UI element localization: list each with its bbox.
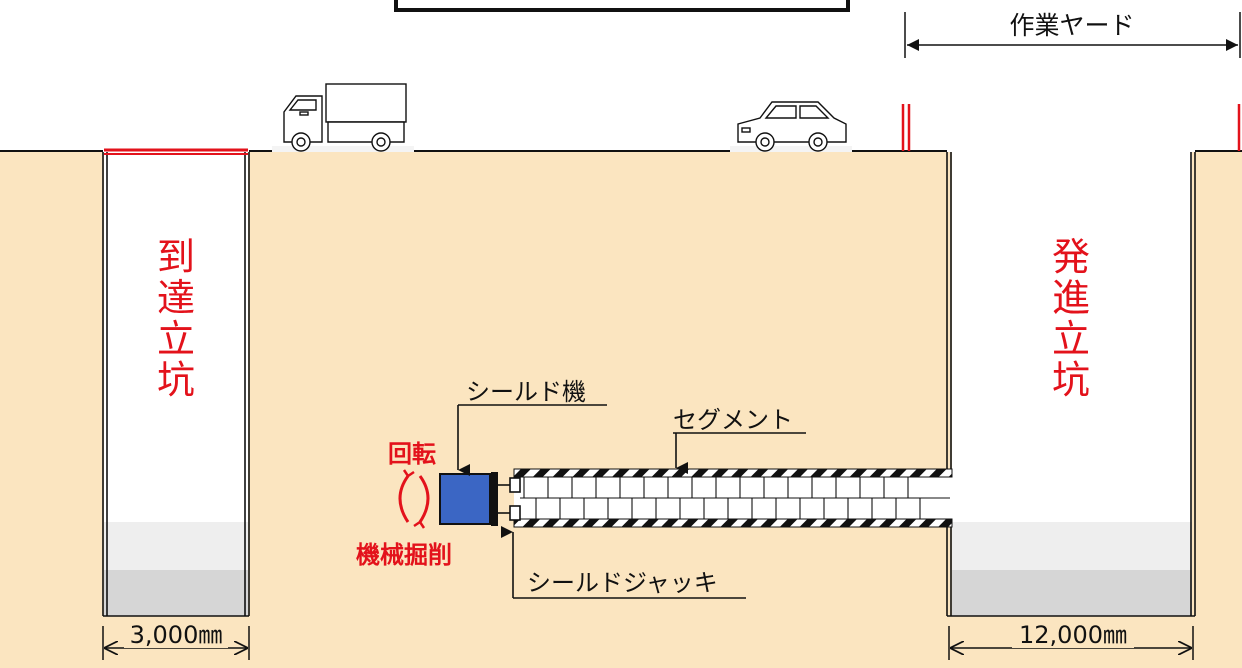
arrival-shaft (102, 148, 250, 617)
svg-text:坑: 坑 (1052, 358, 1090, 402)
segment-grid (520, 477, 950, 519)
tunnel (513, 468, 953, 528)
svg-text:進: 進 (1052, 276, 1090, 320)
launch-shaft (946, 152, 1196, 617)
arrival-shaft-label: 到 達 立 坑 (157, 235, 195, 402)
launch-shaft-dimension: 12,000㎜ (948, 621, 1194, 660)
top-frame (394, 0, 850, 12)
svg-text:到: 到 (157, 235, 195, 279)
svg-text:発: 発 (1052, 235, 1090, 279)
svg-text:立: 立 (157, 317, 195, 361)
rotation-arrow-icon (398, 469, 430, 529)
launch-width-label: 12,000㎜ (1019, 621, 1127, 649)
svg-text:立: 立 (1052, 317, 1090, 361)
shield-machine (439, 472, 521, 526)
shield-jack-callout: シールドジャッキ (501, 526, 746, 599)
arrival-shaft-dimension: 3,000㎜ (102, 621, 250, 660)
car-icon (730, 101, 852, 152)
segment-label: セグメント (673, 406, 793, 434)
shield-jack (498, 477, 521, 521)
work-yard-label: 作業ヤード (1009, 11, 1134, 40)
launch-shaft-label: 発 進 立 坑 (1052, 235, 1090, 402)
truck-icon (272, 83, 414, 152)
mechanical-excavation-label: 機械掘削 (356, 541, 452, 569)
work-yard-marker-left (901, 104, 911, 151)
arrival-width-label: 3,000㎜ (130, 621, 223, 649)
shield-machine-label: シールド機 (466, 378, 586, 406)
work-yard-dimension: 作業ヤード (904, 11, 1241, 58)
segment-lining-bottom (513, 518, 953, 528)
rotation-label: 回転 (388, 440, 436, 468)
segment-callout: セグメント (673, 406, 806, 474)
svg-text:達: 達 (157, 276, 195, 320)
segment-lining-top (513, 468, 953, 478)
shield-jack-label: シールドジャッキ (527, 569, 718, 597)
shield-machine-callout: シールド機 (457, 378, 607, 476)
svg-text:坑: 坑 (157, 358, 195, 402)
